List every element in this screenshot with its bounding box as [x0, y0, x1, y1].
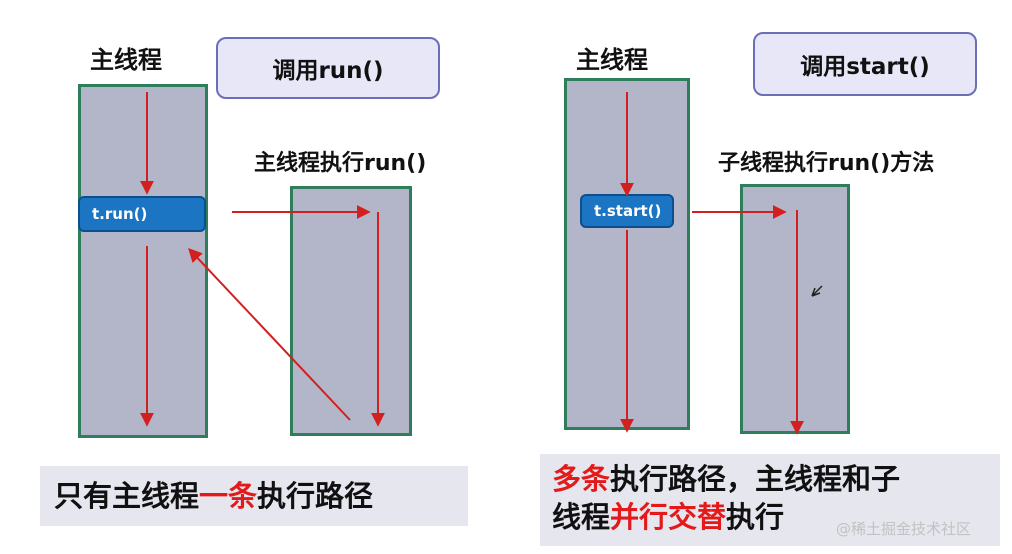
left-exec-label: 主线程执行run(): [254, 151, 427, 176]
right-summary-highlight-2: 并行交替: [610, 500, 727, 534]
left-run-column: [290, 186, 412, 436]
pen-cursor-icon: [811, 285, 823, 297]
right-call-start-button[interactable]: 调用start(): [753, 32, 977, 96]
left-summary-part1: 只有主线程: [54, 479, 200, 513]
left-summary-part3: 执行路径: [257, 479, 374, 513]
right-summary-highlight-1: 多条: [552, 462, 611, 496]
right-exec-label: 子线程执行run()方法: [718, 151, 935, 176]
left-summary-banner: 只有主线程一条执行路径: [40, 466, 468, 526]
right-summary-line1: 执行路径，主线程和子: [610, 462, 901, 496]
left-call-run-button[interactable]: 调用run(): [216, 37, 440, 99]
t-start-call-box[interactable]: t.start(): [580, 194, 674, 228]
left-summary-highlight: 一条: [199, 479, 258, 513]
left-main-thread-label: 主线程: [90, 46, 162, 74]
left-main-thread-column: [78, 84, 208, 438]
right-main-thread-label: 主线程: [576, 46, 648, 74]
watermark: @稀土掘金技术社区: [836, 520, 972, 538]
right-summary-banner: 多条执行路径，主线程和子 线程并行交替执行: [540, 454, 1000, 546]
right-summary-line2-end: 执行: [726, 500, 785, 534]
right-summary-line2-start: 线程: [552, 500, 611, 534]
left-return-arrow: [188, 247, 351, 421]
t-run-call-box[interactable]: t.run(): [78, 196, 206, 232]
